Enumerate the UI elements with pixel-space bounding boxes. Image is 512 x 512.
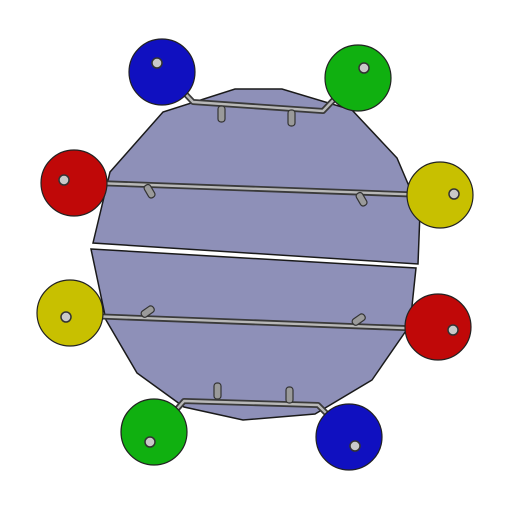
- pad-bottom-right: [315, 403, 383, 471]
- upper-plate: [92, 88, 421, 265]
- pad-top-left-hub: [151, 57, 163, 69]
- pad-upper-right: [406, 161, 474, 229]
- pad-bottom-right-disc: [315, 403, 383, 471]
- pad-top-right: [324, 44, 392, 112]
- pad-upper-left: [40, 149, 108, 217]
- pad-bottom-left-hub: [144, 436, 156, 448]
- pad-lower-right-disc: [404, 293, 472, 361]
- pad-top-left: [128, 38, 196, 106]
- pad-top-left-disc: [128, 38, 196, 106]
- pad-lower-right: [404, 293, 472, 361]
- pad-top-right-hub: [358, 62, 370, 74]
- pad-bottom-right-hub: [349, 440, 361, 452]
- upper-cross-rod: [65, 179, 458, 207]
- pad-upper-right-hub: [448, 188, 460, 200]
- pad-top-right-disc: [324, 44, 392, 112]
- pad-bottom-left: [120, 398, 188, 466]
- pad-lower-left-hub: [60, 311, 72, 323]
- pad-lower-left: [36, 279, 104, 347]
- lower-cross-rod: [60, 305, 458, 333]
- lower-plate: [90, 248, 417, 421]
- pad-lower-right-hub: [447, 324, 459, 336]
- pad-upper-left-hub: [58, 174, 70, 186]
- pad-upper-right-disc: [406, 161, 474, 229]
- pad-upper-left-disc: [40, 149, 108, 217]
- pad-bottom-left-disc: [120, 398, 188, 466]
